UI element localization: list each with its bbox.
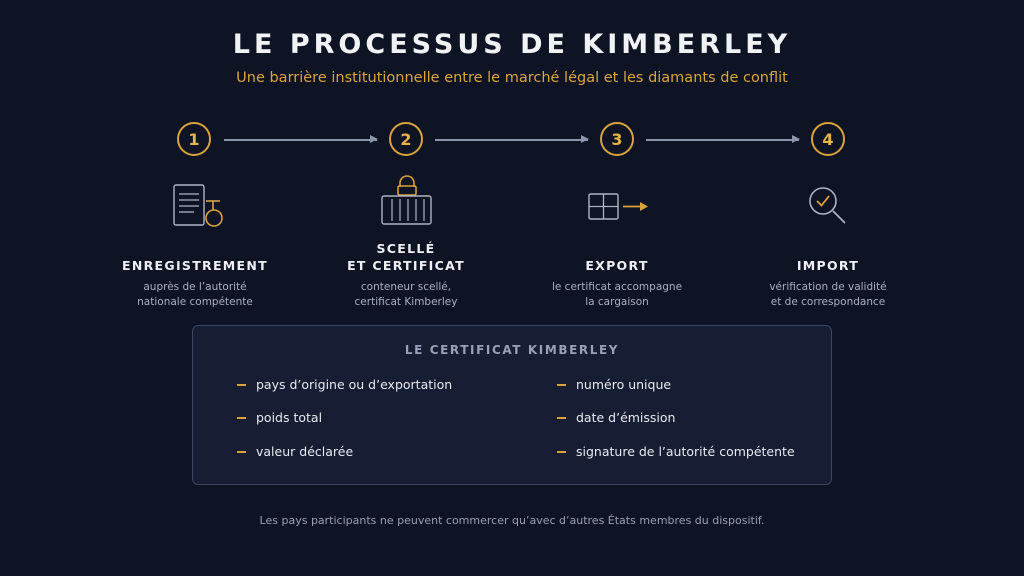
certificate-box: LE CERTIFICAT KIMBERLEY pays d’origine o… [192, 325, 832, 485]
step-3-desc-line2: la cargaison [585, 296, 649, 308]
dash-icon [557, 416, 566, 419]
step-3-title: EXPORT [585, 258, 649, 273]
page-subtitle: Une barrière institutionnelle entre le m… [236, 70, 788, 86]
step-1-title: ENREGISTREMENT [122, 258, 268, 273]
step-2-number: 2 [389, 122, 423, 156]
magnifier-check-icon [809, 187, 846, 224]
step-4-desc-line1: vérification de validité [769, 281, 887, 293]
arrow-2-to-3 [435, 136, 589, 142]
step-4-title: IMPORT [796, 258, 860, 273]
certificate-item: pays d’origine ou d’exportation [237, 377, 452, 392]
footer-note: Les pays participants ne peuvent commerc… [259, 514, 765, 527]
dash-icon [557, 383, 566, 386]
step-2-desc-line2: certificat Kimberley [354, 296, 458, 308]
page-title: LE PROCESSUS DE KIMBERLEY [232, 29, 792, 60]
certificate-item: date d’émission [557, 410, 675, 425]
step-1-desc-line2: nationale compétente [137, 296, 253, 308]
step-2-title-line2: ET CERTIFICAT [347, 258, 465, 273]
certificate-item-label: valeur déclarée [256, 444, 354, 459]
step-3-desc-line1: le certificat accompagne [551, 281, 683, 293]
certificate-item-label: pays d’origine ou d’exportation [256, 377, 453, 392]
dash-icon [237, 416, 246, 419]
step-1-desc-line1: auprès de l’autorité [143, 281, 247, 293]
dash-icon [237, 450, 246, 453]
box-arrow-icon [588, 193, 648, 220]
certificate-item-label: signature de l’autorité compétente [576, 444, 795, 459]
certificate-item: poids total [237, 410, 322, 425]
certificate-item-label: numéro unique [576, 377, 672, 392]
step-2-title-line1: SCELLÉ [376, 241, 436, 256]
certificate-item: valeur déclarée [237, 444, 353, 459]
step-4-desc-line2: et de correspondance [770, 296, 886, 308]
certificate-item-label: poids total [256, 410, 323, 425]
dash-icon [557, 450, 566, 453]
document-stamp-icon [173, 184, 223, 227]
sealed-container-icon [381, 175, 432, 225]
arrow-3-to-4 [646, 136, 800, 142]
certificate-item: numéro unique [557, 377, 671, 392]
step-3-number: 3 [600, 122, 634, 156]
step-1-number: 1 [177, 122, 211, 156]
dash-icon [237, 383, 246, 386]
certificate-title: LE CERTIFICAT KIMBERLEY [404, 343, 620, 357]
certificate-item: signature de l’autorité compétente [557, 444, 795, 459]
arrow-1-to-2 [224, 136, 378, 142]
step-4-number: 4 [811, 122, 845, 156]
certificate-item-label: date d’émission [576, 410, 676, 425]
step-2-desc-line1: conteneur scellé, [360, 281, 452, 293]
